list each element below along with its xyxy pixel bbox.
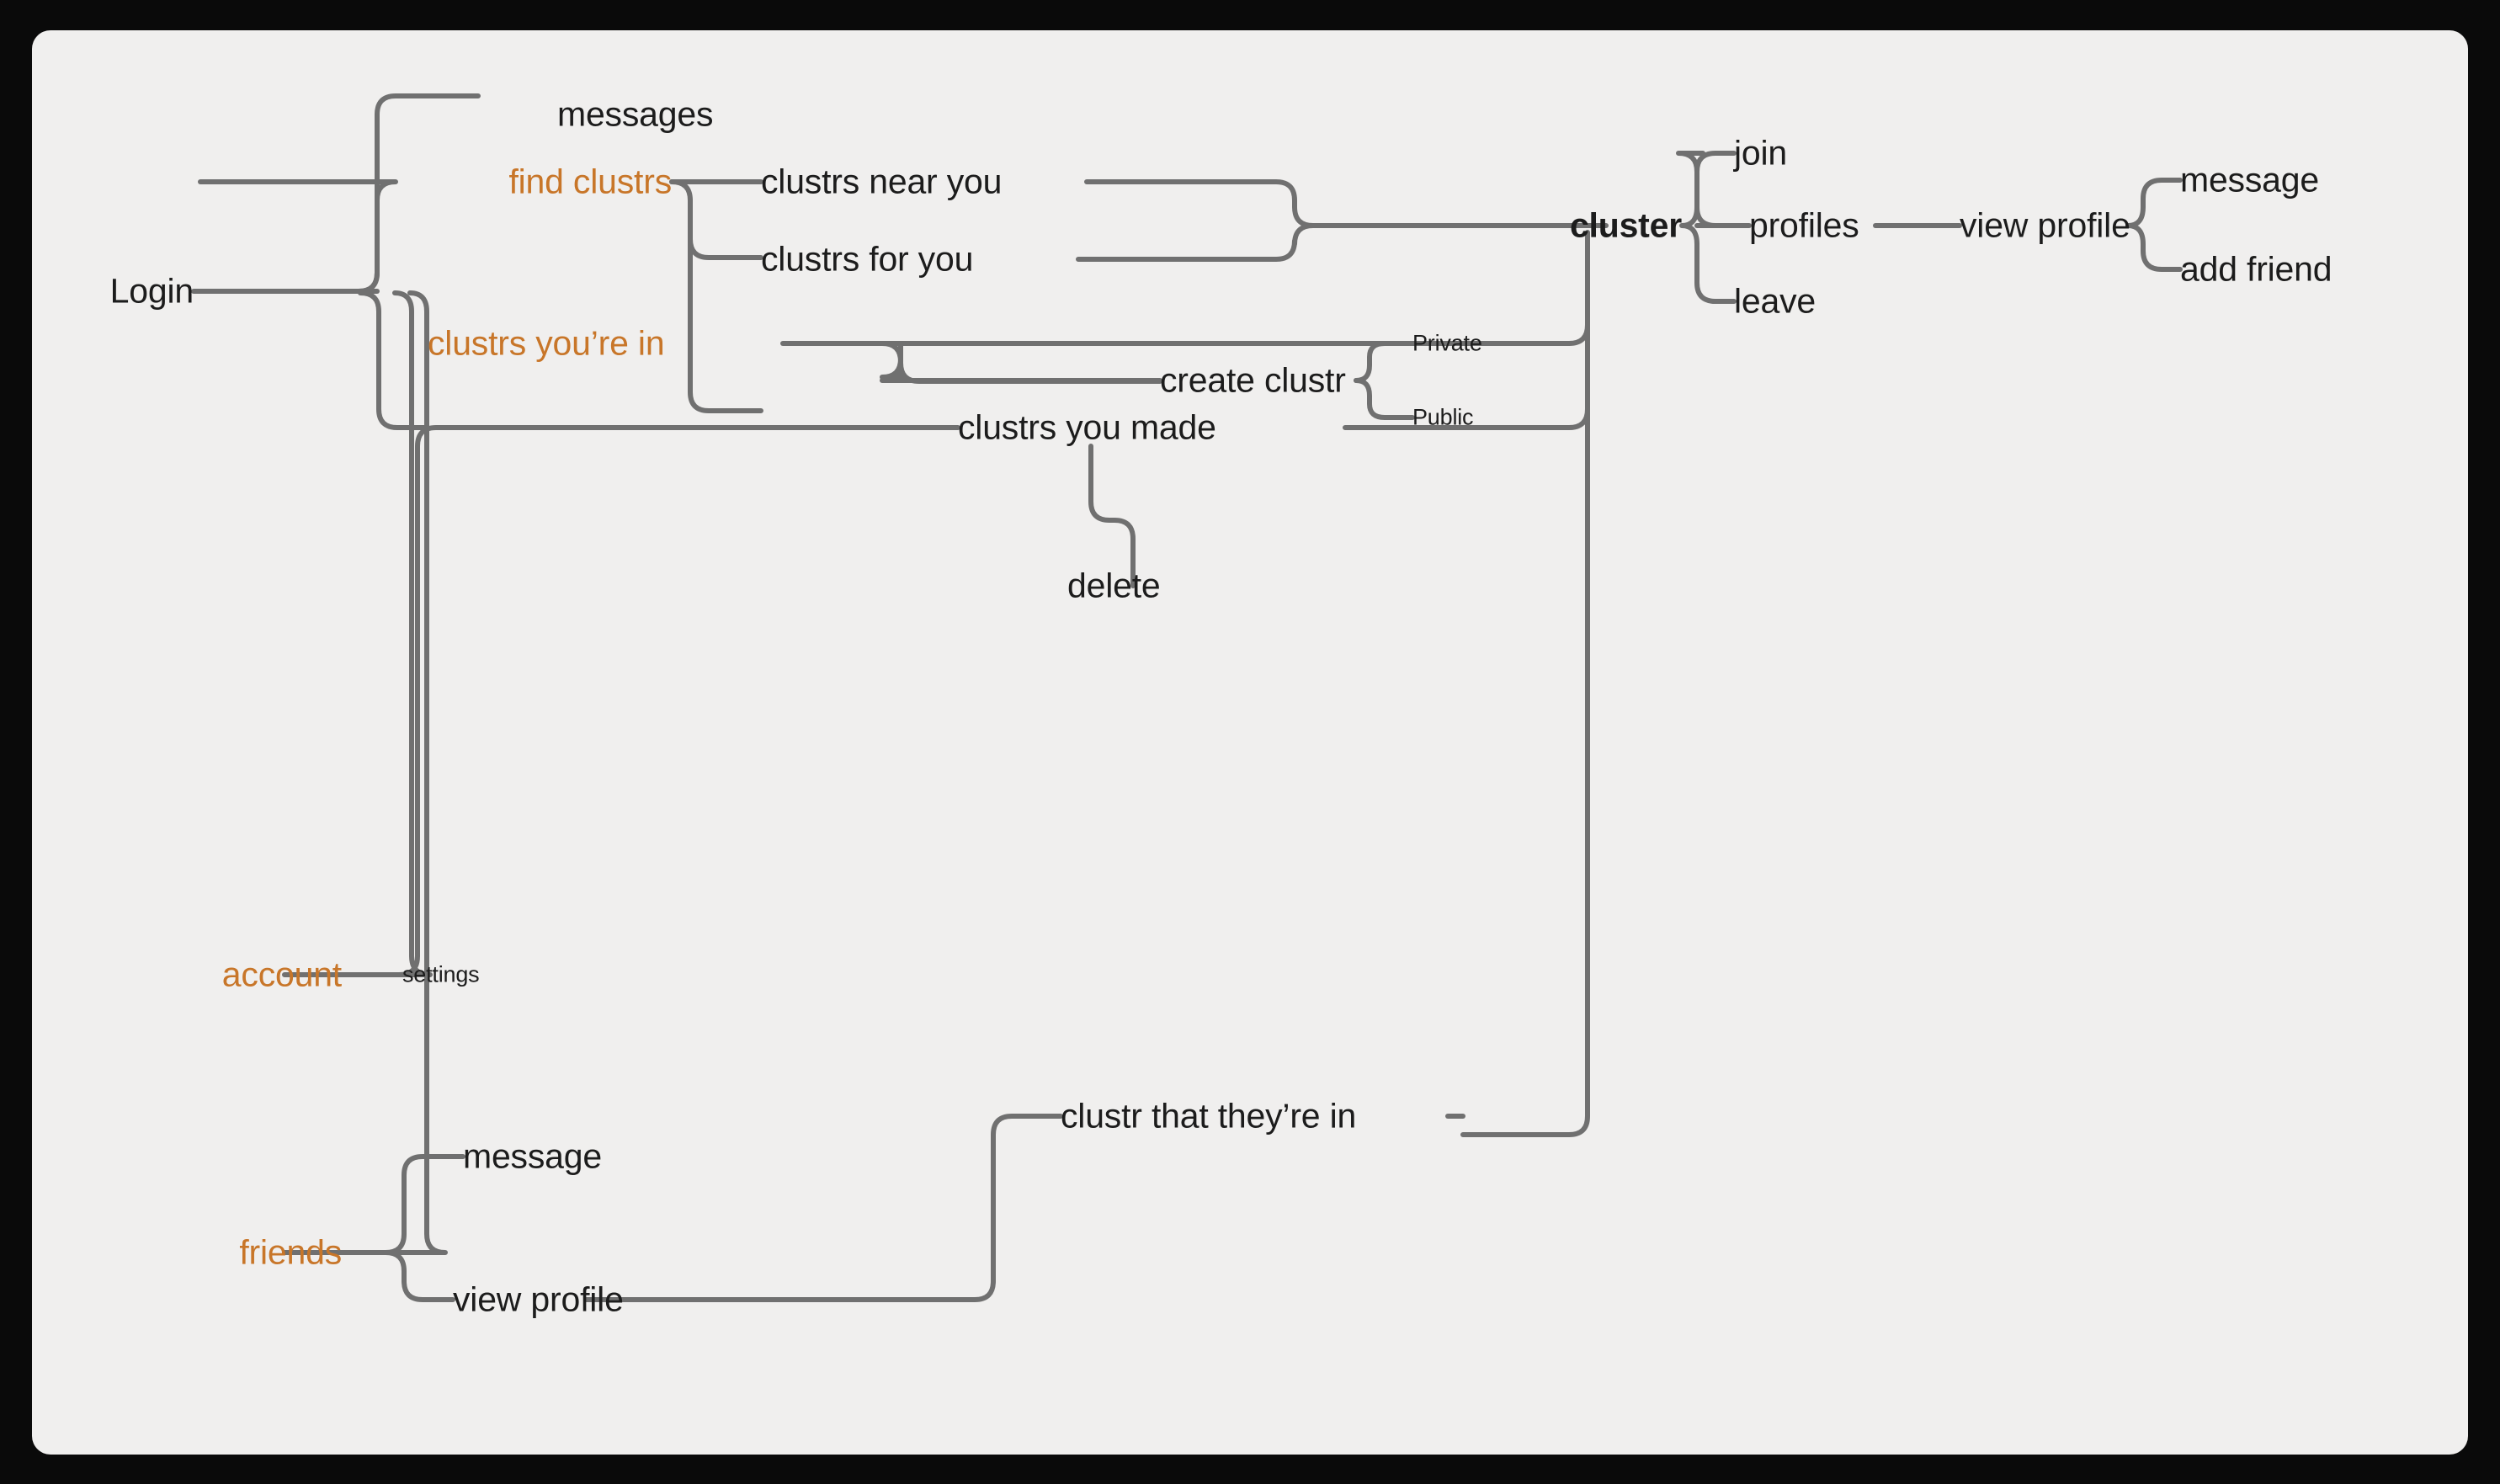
edge-youin-create-curve [880,341,1162,384]
node-clustr-that-theyre-in[interactable]: clustr that they’re in [1061,1096,1357,1136]
edge-viewprofile-message [2125,178,2183,228]
node-clustrs-youre-in[interactable]: clustrs you’re in [428,323,665,363]
node-login[interactable]: Login [109,271,194,311]
edge-login-friends [282,290,448,1255]
node-message-friends[interactable]: message [463,1136,602,1176]
edge-findclustrs-for [688,198,763,413]
edge-login-messages [356,93,481,294]
edge-cluster-join-curve [1676,151,1718,228]
node-cluster[interactable]: cluster [1569,205,1682,245]
edge-account-clustrsyoumade [375,425,960,977]
node-leave[interactable]: leave [1734,281,1816,321]
edge-cluster-down-bus [1460,230,1590,1137]
edge-login-find-clustrs [282,179,398,294]
node-private[interactable]: Private [1412,330,1482,356]
node-clustrs-near-you[interactable]: clustrs near you [761,162,1003,201]
node-add-friend[interactable]: add friend [2180,249,2332,289]
node-find-clustrs[interactable]: find clustrs [508,162,672,201]
node-clustrs-you-made[interactable]: clustrs you made [958,407,1216,447]
edge-cluster-join [1694,151,1737,210]
node-messages[interactable]: messages [557,94,714,134]
node-create-clustr[interactable]: create clustr [1160,360,1346,400]
edge-create-public [1354,378,1415,420]
node-public[interactable]: Public [1412,404,1474,430]
edge-for-to-cluster [1076,223,1348,262]
node-delete[interactable]: delete [1067,566,1161,605]
node-join[interactable]: join [1734,133,1788,173]
edge-friends-viewprofile [339,1250,455,1302]
edge-viewprofile-addfriend [2125,223,2183,272]
edge-bus-youin [1566,322,1590,346]
node-message-profile[interactable]: message [2180,160,2319,199]
diagram-canvas: Login messages find clustrs clustrs near… [32,30,2468,1455]
edge-login-account [282,290,433,977]
edge-cluster-fan [1679,205,1699,247]
edge-cluster-leave [1694,242,1737,304]
node-clustrs-for-you[interactable]: clustrs for you [761,239,974,279]
edge-youin-create [880,341,1162,383]
node-account[interactable]: account [221,955,342,994]
edge-friends-message [339,1154,465,1255]
node-profiles[interactable]: profiles [1749,205,1859,245]
node-settings[interactable]: settings [402,961,480,987]
edge-create-private [1354,341,1415,383]
edge-clustrsyoumade-delete [1088,444,1136,588]
edge-login-clustrs-youre-in [358,290,428,430]
node-view-profile-friends[interactable]: view profile [453,1279,624,1319]
node-view-profile-cluster[interactable]: view profile [1960,205,2130,245]
node-friends[interactable]: friends [239,1232,342,1272]
edge-viewprofile-clustrtheyrein [583,1114,1063,1302]
edge-findclustrs-near [669,179,763,260]
edge-near-to-cluster [1084,179,1348,228]
